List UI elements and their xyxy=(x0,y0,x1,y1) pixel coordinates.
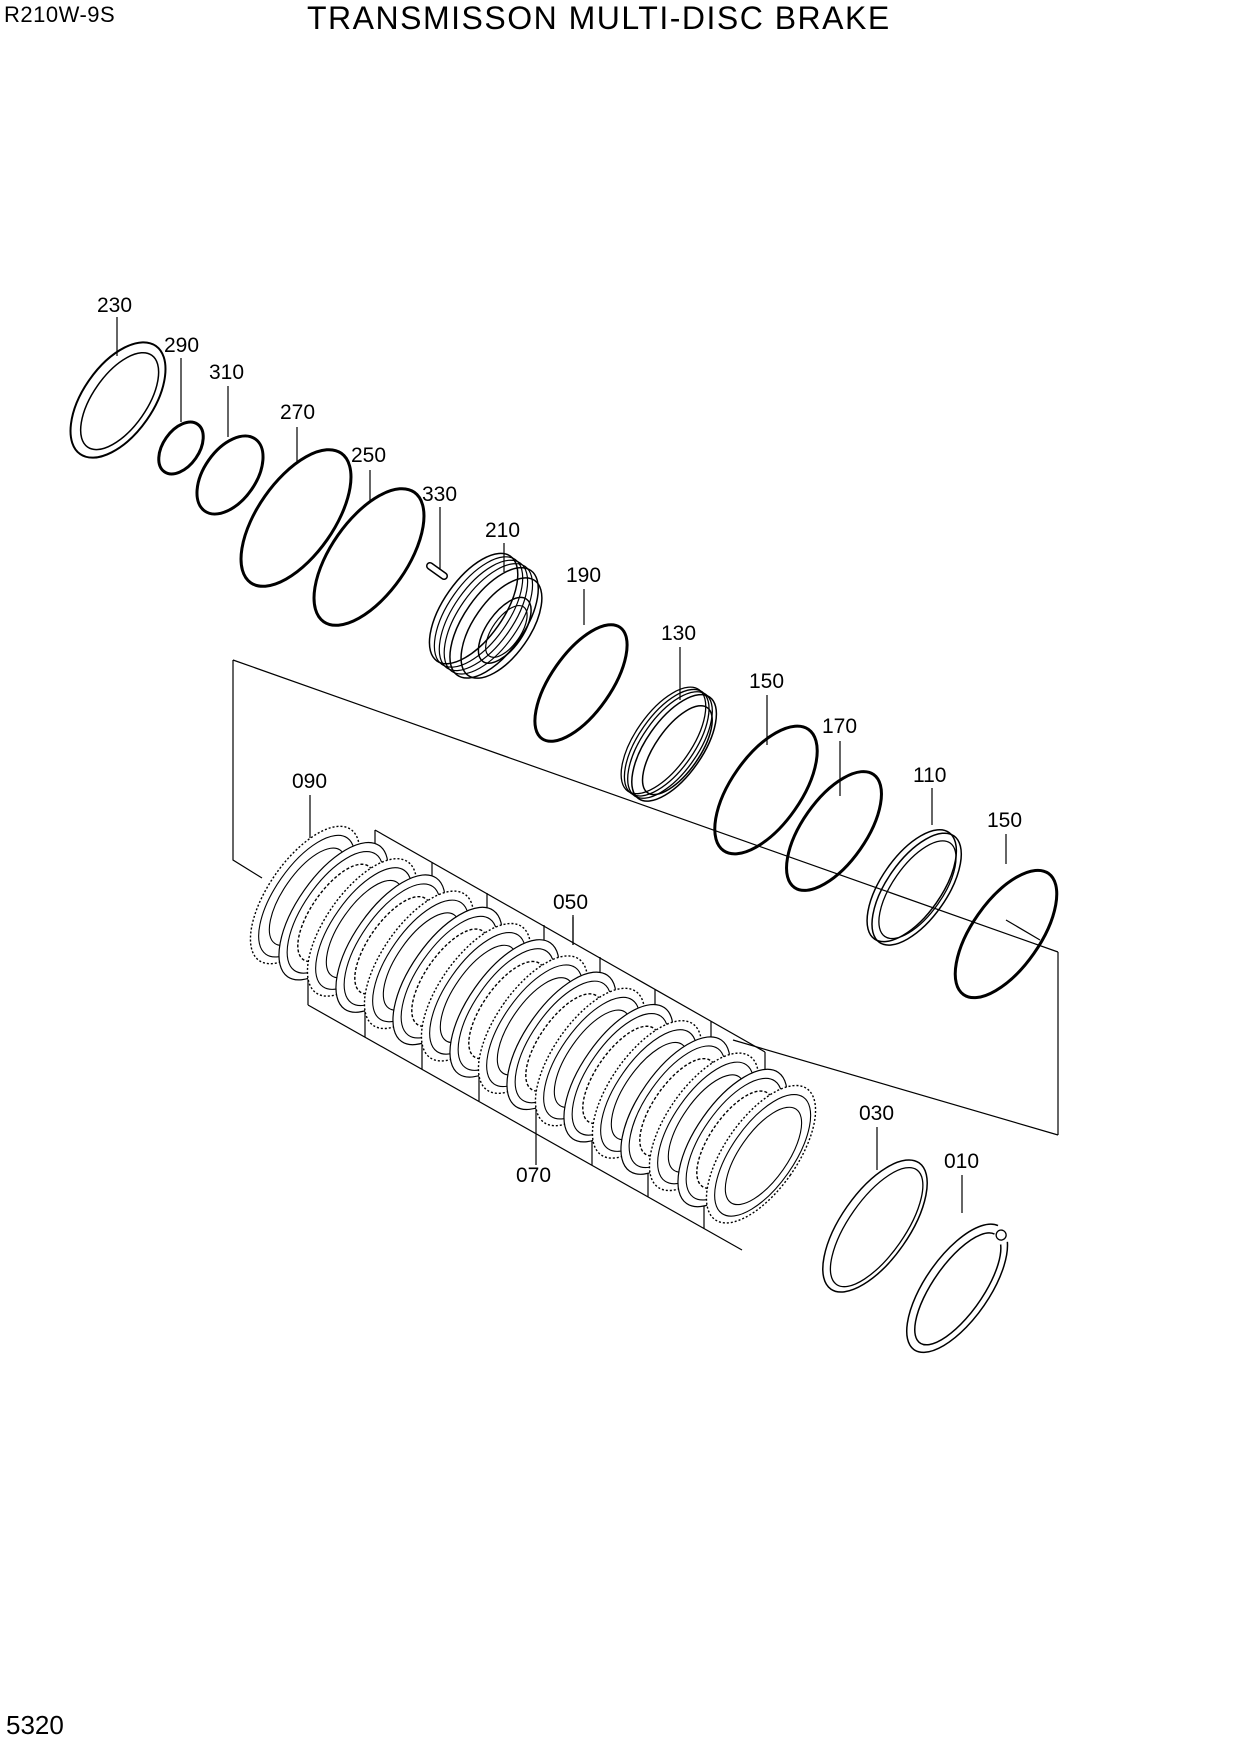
part-130-ring xyxy=(620,686,718,802)
part-030-ring xyxy=(822,1159,928,1293)
callout-070: 070 xyxy=(516,1164,551,1187)
callout-190: 190 xyxy=(566,564,601,587)
part-250-o-ring xyxy=(312,487,426,627)
part-110-ring xyxy=(866,828,963,946)
part-010-snap-ring xyxy=(906,1223,1009,1354)
part-170-o-ring xyxy=(785,770,883,892)
bracket-070 xyxy=(307,970,743,1251)
part-270-o-ring xyxy=(239,448,353,588)
callout-310: 310 xyxy=(209,361,244,384)
part-330-pin xyxy=(426,562,448,580)
callout-150-upper: 150 xyxy=(749,670,784,693)
part-310-o-ring xyxy=(195,434,265,516)
group-bracket xyxy=(232,659,1059,1136)
callout-030: 030 xyxy=(859,1102,894,1125)
callout-210: 210 xyxy=(485,519,520,542)
part-290-o-ring xyxy=(157,420,205,476)
part-190-o-ring xyxy=(533,623,629,743)
part-150-o-ring-upper xyxy=(713,724,819,856)
part-230-thrust-washer xyxy=(69,341,167,459)
callout-050: 050 xyxy=(553,891,588,914)
page-number: 5320 xyxy=(6,1710,64,1740)
callout-330: 330 xyxy=(422,483,457,506)
leader-lines xyxy=(116,317,1007,1213)
callout-150-lower: 150 xyxy=(987,809,1022,832)
part-150-o-ring-lower xyxy=(953,868,1059,1000)
model-code: R210W-9S xyxy=(4,2,116,27)
callout-110: 110 xyxy=(913,764,946,787)
friction-disc xyxy=(705,1084,817,1224)
callout-130: 130 xyxy=(661,622,696,645)
callout-290: 290 xyxy=(164,334,199,357)
diagram-title: TRANSMISSON MULTI-DISC BRAKE xyxy=(307,0,891,36)
callout-250: 250 xyxy=(351,444,386,467)
disc-stack xyxy=(249,825,817,1224)
callout-170: 170 xyxy=(822,715,857,738)
callout-090: 090 xyxy=(292,770,327,793)
callout-labels: 230 290 310 270 250 330 210 190 130 150 … xyxy=(97,294,1022,1187)
callout-010: 010 xyxy=(944,1150,979,1173)
callout-270: 270 xyxy=(280,401,315,424)
part-210-piston xyxy=(428,552,543,679)
callout-230: 230 xyxy=(97,294,132,317)
